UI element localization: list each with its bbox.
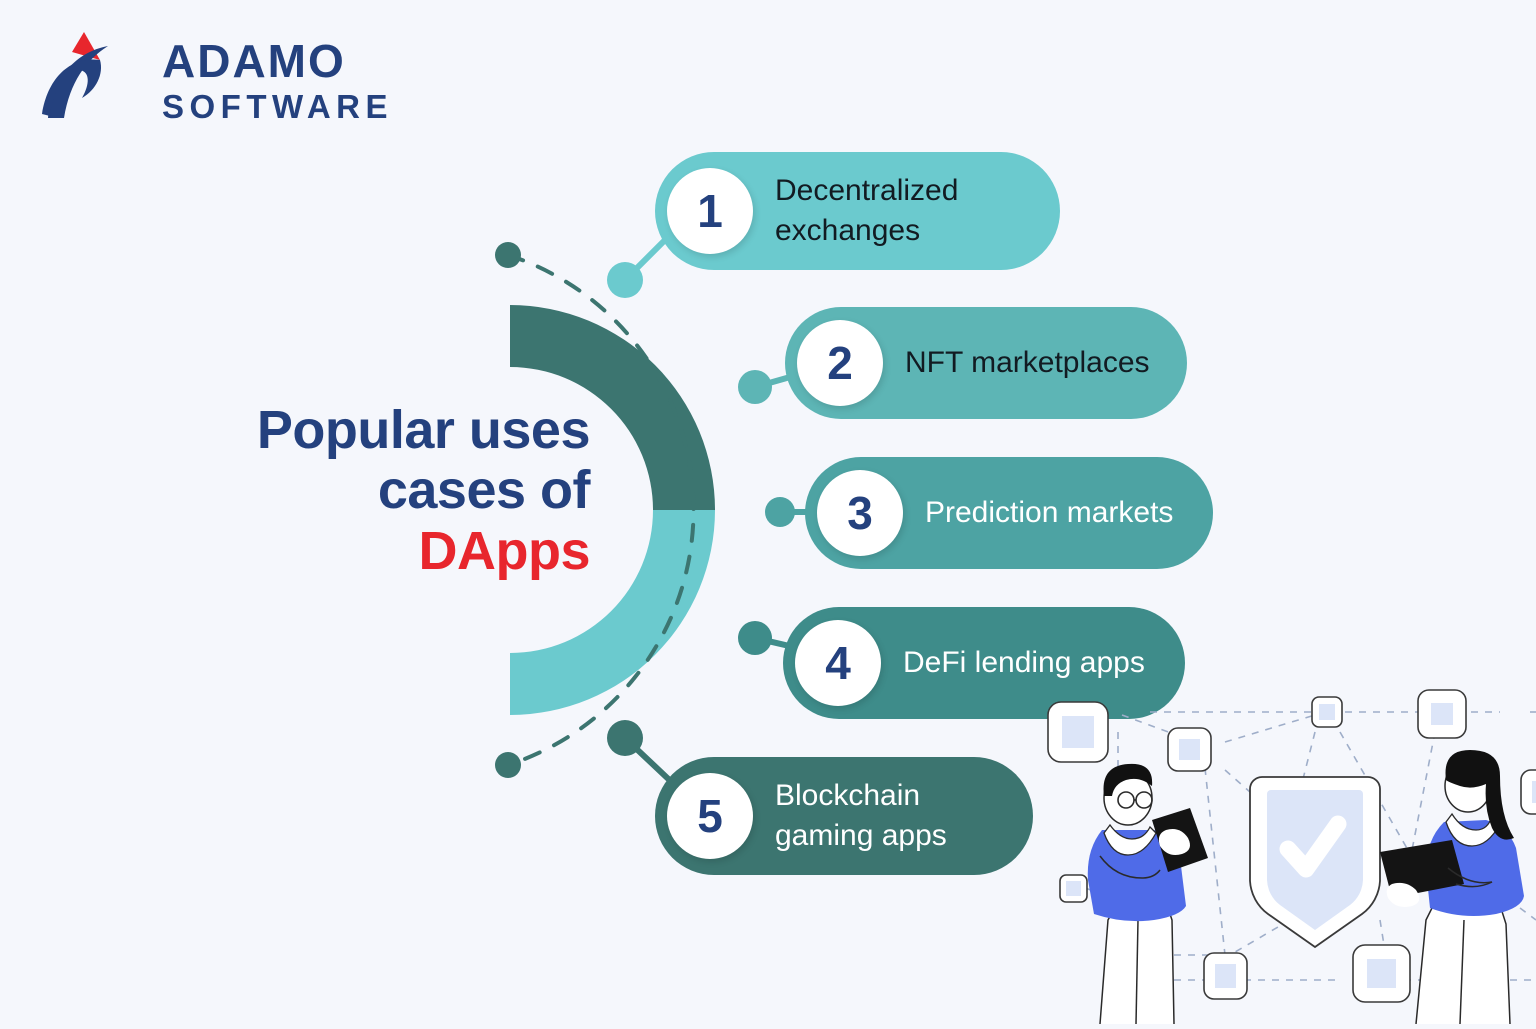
page-title: Popular uses cases of DApps bbox=[150, 400, 591, 581]
title-accent: DApps bbox=[418, 520, 591, 581]
use-case-label-3: Prediction markets bbox=[925, 496, 1174, 530]
dashed-orbit-connectors bbox=[470, 220, 853, 800]
person-with-laptop-icon bbox=[1380, 750, 1524, 1025]
orbit-node-3 bbox=[765, 497, 795, 527]
use-case-number-4: 4 bbox=[795, 620, 881, 706]
use-case-item-1[interactable]: 1 Decentralized exchanges bbox=[655, 152, 1060, 270]
orbit-node-2 bbox=[738, 370, 772, 404]
use-case-item-3[interactable]: 3 Prediction markets bbox=[805, 457, 1213, 569]
title-line-2: cases of bbox=[377, 460, 591, 521]
adamo-swoosh-icon bbox=[38, 30, 124, 122]
use-case-number-3: 3 bbox=[817, 470, 903, 556]
use-case-item-4[interactable]: 4 DeFi lending apps bbox=[783, 607, 1185, 719]
person-with-tablet-icon bbox=[1087, 763, 1208, 1025]
brand-logo: ADAMO SOFTWARE bbox=[38, 26, 388, 126]
network-node-squares bbox=[1047, 689, 1536, 1003]
use-case-label-2: NFT marketplaces bbox=[905, 346, 1150, 380]
logo-name-top: ADAMO bbox=[162, 35, 346, 87]
orbit-node-5 bbox=[607, 720, 643, 756]
logo-name-bottom: SOFTWARE bbox=[162, 88, 393, 125]
use-case-label-1: Decentralized exchanges bbox=[775, 174, 959, 247]
orbit-end-dot-bottom bbox=[495, 752, 521, 778]
use-case-number-1: 1 bbox=[667, 168, 753, 254]
use-case-number-2: 2 bbox=[797, 320, 883, 406]
blockchain-network-illustration bbox=[1040, 670, 1536, 1025]
use-case-number-5: 5 bbox=[667, 773, 753, 859]
use-case-label-4: DeFi lending apps bbox=[903, 646, 1145, 680]
orbit-node-1 bbox=[607, 262, 643, 298]
orbit-node-4 bbox=[738, 621, 772, 655]
semicircle-arc bbox=[500, 305, 715, 715]
use-case-label-5: Blockchain gaming apps bbox=[775, 779, 947, 852]
title-line-1: Popular uses bbox=[256, 400, 591, 460]
use-case-item-5[interactable]: 5 Blockchain gaming apps bbox=[655, 757, 1033, 875]
use-case-item-2[interactable]: 2 NFT marketplaces bbox=[785, 307, 1187, 419]
shield-check-icon bbox=[1249, 776, 1381, 949]
orbit-end-dot-top bbox=[495, 242, 521, 268]
